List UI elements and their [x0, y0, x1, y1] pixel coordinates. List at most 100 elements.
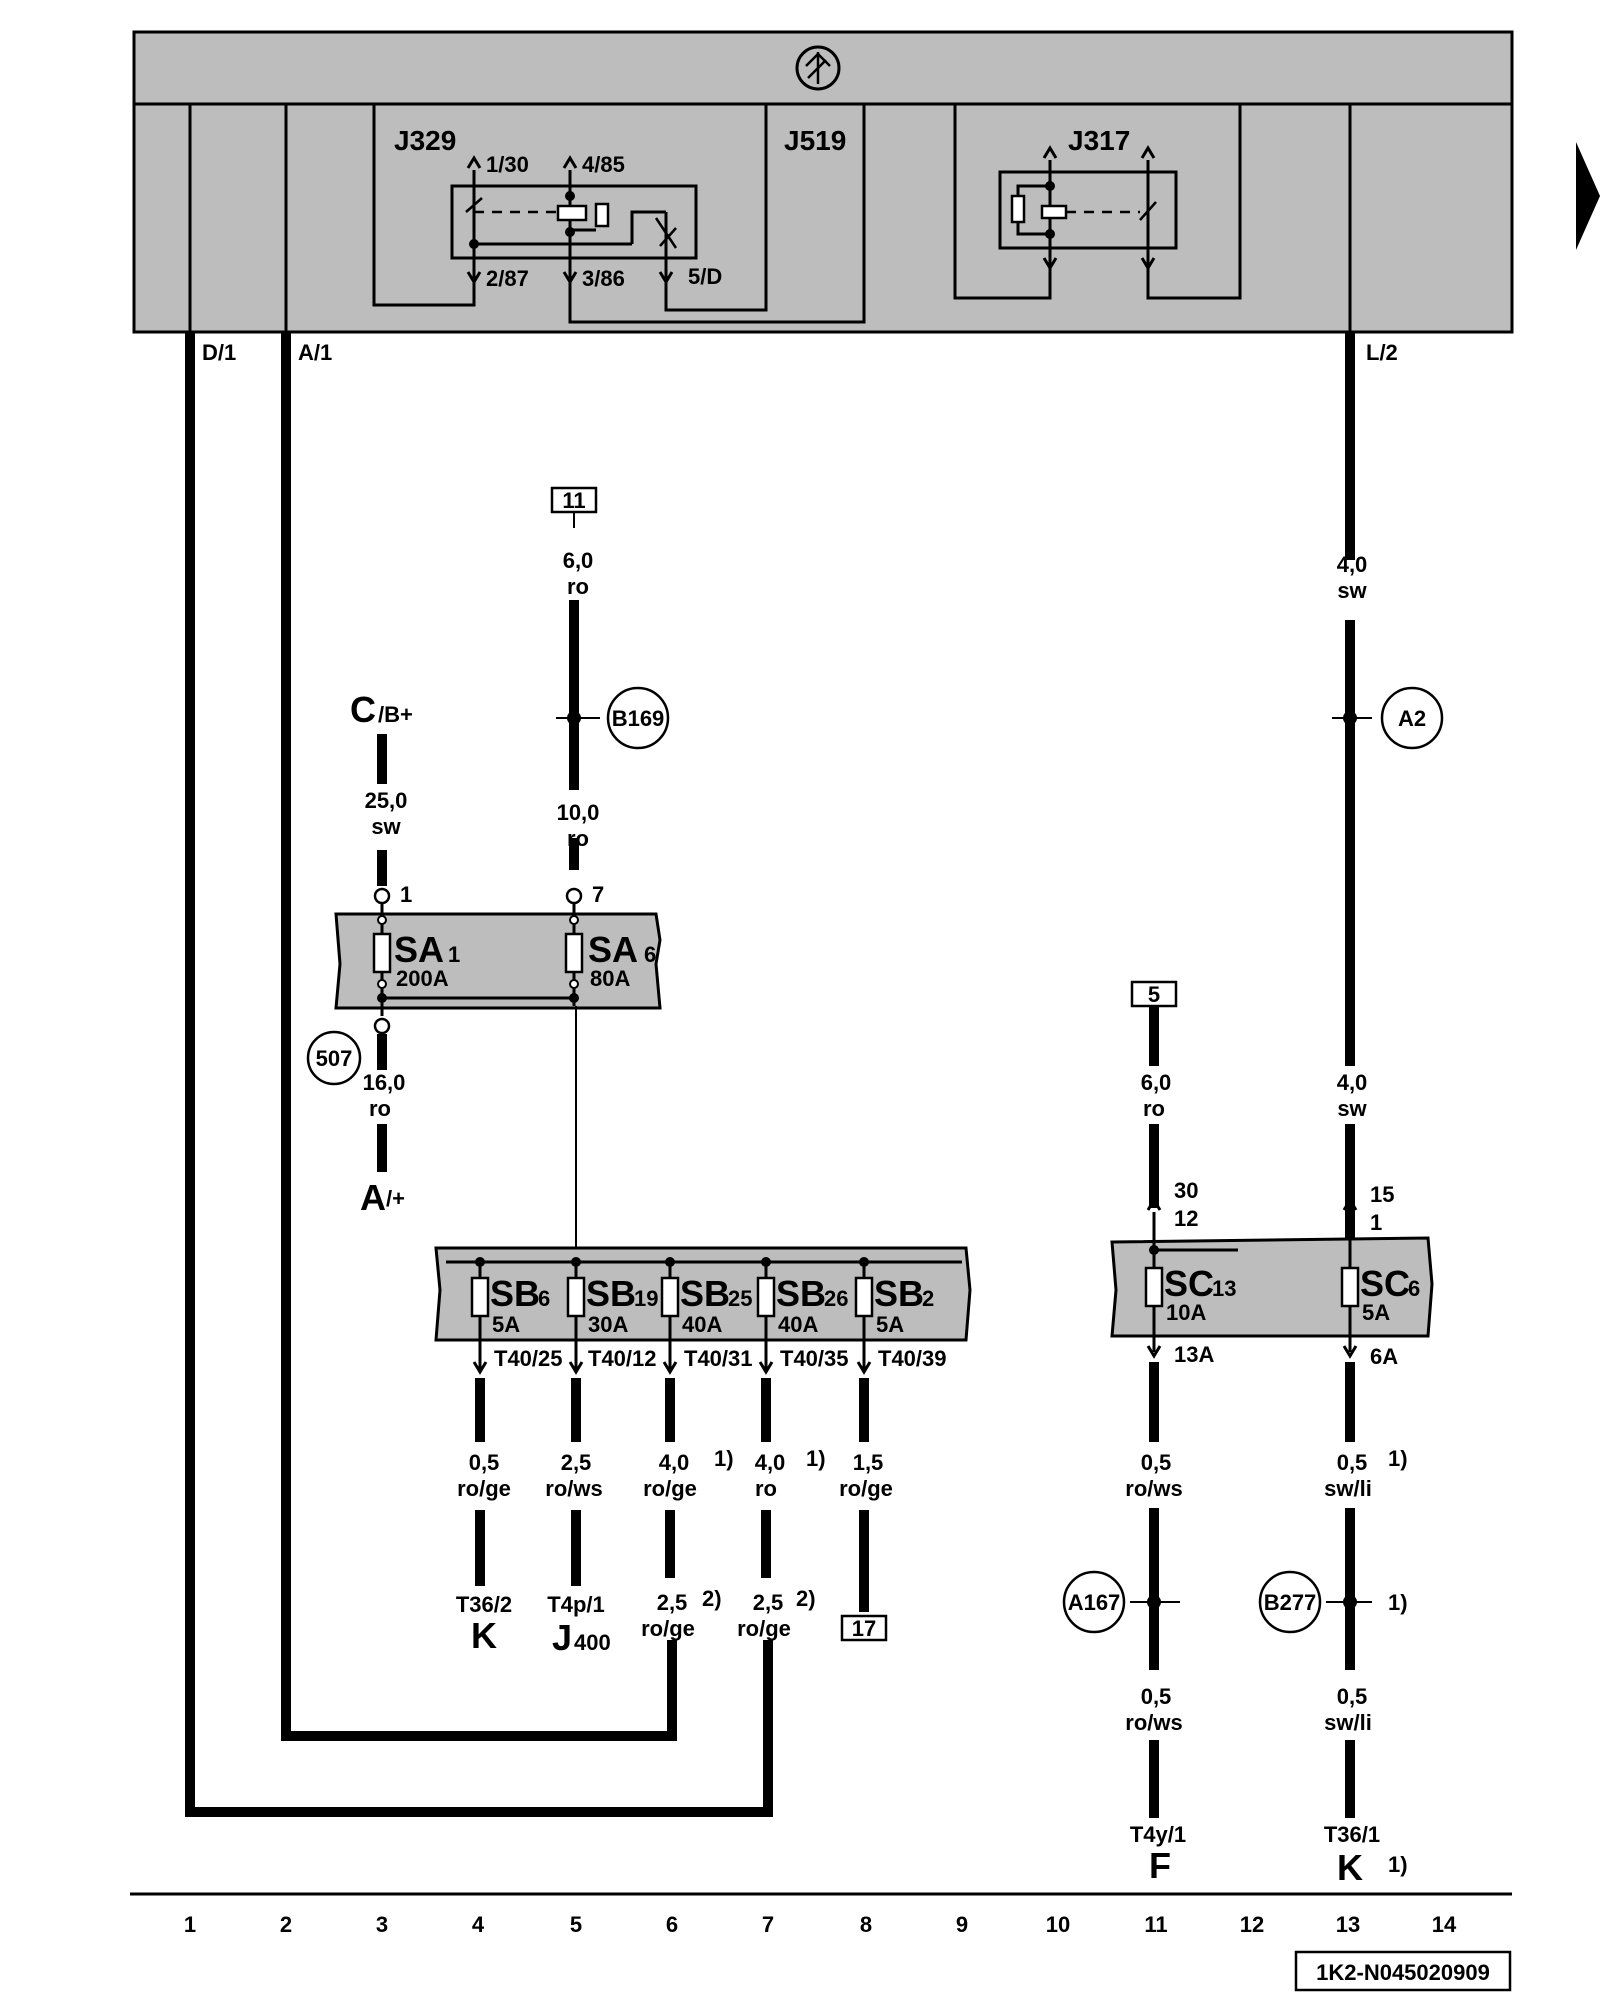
fuse-sb2-sub: 2 — [922, 1286, 934, 1311]
column-number: 13 — [1336, 1912, 1360, 1937]
fuse-sb19-label: SB — [586, 1273, 636, 1314]
output-a1-label: A/1 — [298, 340, 332, 365]
fuse-sa6-sub: 6 — [644, 942, 656, 967]
fuse-sb6-label: SB — [490, 1273, 540, 1314]
sc-pin-label: 30 — [1174, 1178, 1198, 1203]
j400-pin-label: T4p/1 — [547, 1592, 604, 1617]
pin-2-87-label: 2/87 — [486, 266, 529, 291]
note-1: 1) — [806, 1446, 826, 1471]
fuse-sb6-amp: 5A — [492, 1312, 520, 1337]
ref-11-label: 11 — [562, 488, 585, 513]
sc-out-label: 13A — [1174, 1342, 1214, 1367]
wire-size-label: 4,0 — [1337, 1070, 1368, 1095]
pin-label: 1 — [400, 882, 412, 907]
sc-pin-label: 1 — [1370, 1210, 1382, 1235]
wire-size-label: 4,0 — [755, 1450, 786, 1475]
wire-color-label: ro/ge — [643, 1476, 697, 1501]
fuse-sc13-amp: 10A — [1166, 1300, 1206, 1325]
continuation-arrow-icon — [1576, 142, 1600, 250]
fuse-sc13-label: SC — [1164, 1263, 1214, 1304]
ref-box-17 — [840, 1614, 888, 1642]
wire-color-label: ro/ge — [641, 1616, 695, 1641]
pin-3-86-label: 3/86 — [582, 266, 625, 291]
wire-color-label: ro — [755, 1476, 777, 1501]
sc-pin-label: 12 — [1174, 1206, 1198, 1231]
k1-pin-label: T36/2 — [456, 1592, 512, 1617]
wire-size-label: 2,5 — [561, 1450, 592, 1475]
wire-color-label: sw — [1337, 1096, 1367, 1121]
wire-size-label: 4,0 — [659, 1450, 690, 1475]
k2-pin-label: T36/1 — [1324, 1822, 1380, 1847]
wire-color-label: ro — [567, 574, 589, 599]
terminal-a-sub: /+ — [386, 1186, 405, 1211]
wire-color-label: ro/ws — [1125, 1476, 1182, 1501]
f-pin-label: T4y/1 — [1130, 1822, 1186, 1847]
a167-label: A167 — [1068, 1590, 1121, 1615]
note-1: 1) — [714, 1446, 734, 1471]
wire-size-label: 2,5 — [657, 1590, 688, 1615]
fuse-sb26-label: SB — [776, 1273, 826, 1314]
fuse-sb25-amp: 40A — [682, 1312, 722, 1337]
wire-color-label: ro — [567, 826, 589, 851]
output-l2-label: L/2 — [1366, 340, 1398, 365]
carrier-symbol-icon — [795, 45, 841, 91]
column-number: 10 — [1046, 1912, 1070, 1937]
terminal-cb: C — [350, 689, 376, 730]
j329-label: J329 — [394, 125, 456, 156]
column-number: 14 — [1432, 1912, 1457, 1937]
ref-5-label: 5 — [1148, 982, 1160, 1007]
terminal-j400: J — [552, 1617, 572, 1658]
note-1: 1) — [1388, 1446, 1408, 1471]
relay-carrier — [132, 30, 1514, 334]
ref-17-label: 17 — [852, 1616, 876, 1641]
note-2: 2) — [796, 1586, 816, 1611]
fuse-sb26-sub: 26 — [824, 1286, 848, 1311]
connector-507 — [306, 1030, 362, 1086]
wire-color-label: ro — [369, 1096, 391, 1121]
column-number: 5 — [570, 1912, 582, 1937]
sc-pin-label: 15 — [1370, 1182, 1394, 1207]
column-number: 7 — [762, 1912, 774, 1937]
note-1: 1) — [1388, 1590, 1408, 1615]
sb-pin-label: T40/31 — [684, 1346, 753, 1371]
column-number: 12 — [1240, 1912, 1264, 1937]
column-number: 4 — [472, 1912, 485, 1937]
sb-fuse-marks — [470, 1257, 874, 1375]
wire-color-label: ro/ge — [839, 1476, 893, 1501]
wire-d1 — [185, 332, 773, 1817]
wire-size-label: 2,5 — [753, 1590, 784, 1615]
sb-pin-label: T40/12 — [588, 1346, 657, 1371]
wire-size-label: 6,0 — [1141, 1070, 1172, 1095]
wire-size-label: 4,0 — [1337, 552, 1368, 577]
terminal-cb-sub: /B+ — [378, 702, 413, 727]
wire-color-label: ro/ws — [545, 1476, 602, 1501]
b277-label: B277 — [1264, 1590, 1317, 1615]
wire-size-label: 6,0 — [563, 548, 594, 573]
wire-color-label: sw — [1337, 578, 1367, 603]
fuse-sa1-sub: 1 — [448, 942, 460, 967]
fuse-sc6-amp: 5A — [1362, 1300, 1390, 1325]
column-number: 2 — [280, 1912, 292, 1937]
fuse-sb25-sub: 25 — [728, 1286, 752, 1311]
fuse-sb2-amp: 5A — [876, 1312, 904, 1337]
note-2: 2) — [702, 1586, 722, 1611]
connector-a167 — [1062, 1570, 1126, 1634]
column-number: 8 — [860, 1912, 872, 1937]
terminal-f: F — [1149, 1845, 1171, 1886]
fuse-sb19-sub: 19 — [634, 1286, 658, 1311]
fuse-sa6-label: SA — [588, 929, 638, 970]
pin-label: 7 — [592, 882, 604, 907]
column-number: 9 — [956, 1912, 968, 1937]
wire-color-label: ro — [1143, 1096, 1165, 1121]
terminal-a: A — [360, 1177, 386, 1218]
wire-a1 — [281, 332, 677, 1741]
sc-out-label: 6A — [1370, 1344, 1398, 1369]
note-1: 1) — [1388, 1852, 1408, 1877]
doc-id-box — [1294, 1950, 1512, 1992]
pin-1-30-label: 1/30 — [486, 152, 529, 177]
column-number: 3 — [376, 1912, 388, 1937]
fuse-sc6-label: SC — [1360, 1263, 1410, 1304]
j519-label: J519 — [784, 125, 846, 156]
fuse-sb25-label: SB — [680, 1273, 730, 1314]
wire-size-label: 0,5 — [469, 1450, 500, 1475]
